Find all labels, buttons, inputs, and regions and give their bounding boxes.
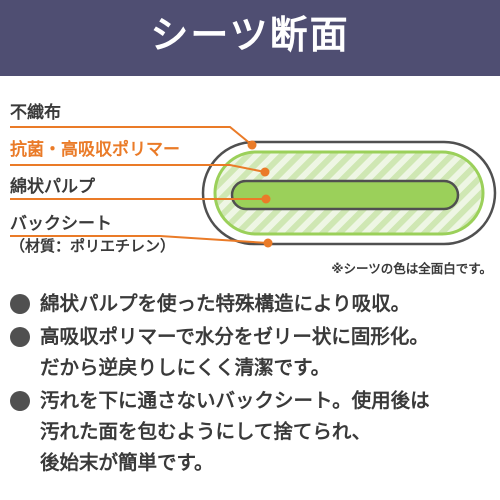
label-pulp: 綿状パルプ [10, 177, 95, 197]
pulp-core [230, 179, 460, 211]
feature-line: 高吸収ポリマーで水分をゼリー状に固形化。 [40, 325, 429, 348]
feature-item-backsheet: 汚れを下に通さないバックシート。使用後は 汚れた面を包むようにして捨てられ、 後… [8, 385, 498, 478]
feature-item-absorb: 綿状パルプを使った特殊構造により吸収。 [8, 288, 498, 319]
feature-line: 汚れた面を包むようにして捨てられ、 [40, 420, 372, 443]
leader-dots [247, 140, 273, 248]
sheet-cross-section-diagram [10, 126, 497, 248]
leader-lines [10, 126, 269, 244]
bullet-dot [10, 294, 30, 314]
label-polymer: 抗菌・高吸収ポリマー [10, 140, 180, 160]
feature-line: 後始末が簡単です。 [40, 451, 214, 474]
bullet-dot [10, 327, 30, 347]
label-backsheet-material: （材質：ポリエチレン） [10, 237, 176, 255]
feature-line: だから逆戻りしにくく清潔です。 [40, 356, 331, 379]
feature-line: 綿状パルプを使った特殊構造により吸収。 [40, 292, 411, 315]
page-title: シーツ断面 [150, 13, 350, 57]
bullet-dot [10, 391, 30, 411]
color-note: ※シーツの色は全面白です。 [331, 261, 492, 276]
feature-item-polymer: 高吸収ポリマーで水分をゼリー状に固形化。 だから逆戻りしにくく清潔です。 [8, 321, 498, 383]
label-backsheet: バックシート [10, 214, 112, 234]
feature-list: 綿状パルプを使った特殊構造により吸収。 高吸収ポリマーで水分をゼリー状に固形化。… [8, 288, 498, 480]
label-nonwoven: 不織布 [10, 103, 61, 123]
title-banner: シーツ断面 [0, 0, 500, 76]
feature-line: 汚れを下に通さないバックシート。使用後は [40, 389, 430, 412]
